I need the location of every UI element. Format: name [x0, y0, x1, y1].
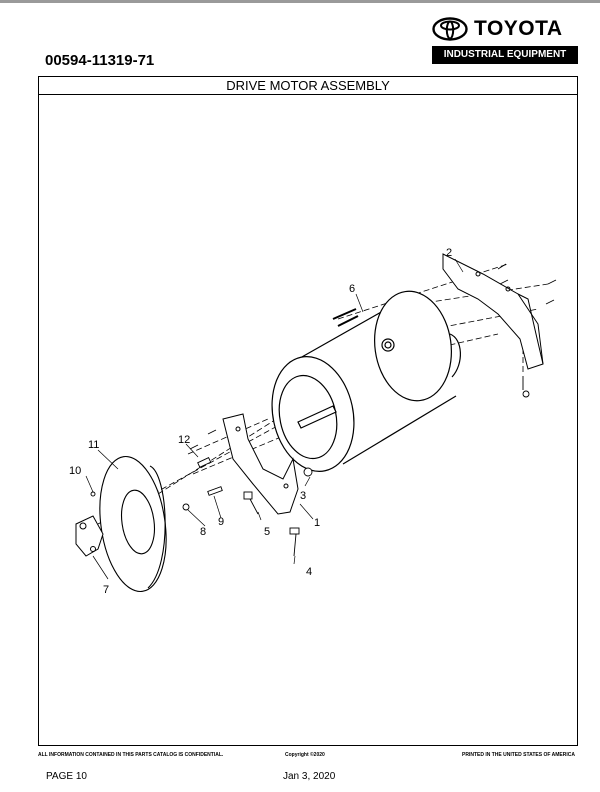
confidentiality-notice: ALL INFORMATION CONTAINED IN THIS PARTS … [38, 752, 224, 758]
page-title: DRIVE MOTOR ASSEMBLY [39, 77, 577, 95]
callout-labels: 1 2 3 4 5 6 7 8 9 10 11 12 [69, 247, 452, 596]
brand-name: TOYOTA [474, 17, 563, 40]
copyright-notice: Copyright ©2020 [285, 752, 325, 758]
top-rule [0, 0, 600, 3]
brand-division: INDUSTRIAL EQUIPMENT [432, 46, 578, 64]
part-number: 00594-11319-71 [45, 52, 155, 69]
brand-logo: TOYOTA INDUSTRIAL EQUIPMENT [432, 16, 582, 64]
callout-10: 10 [69, 465, 81, 477]
drive-motor [271, 290, 461, 472]
callout-12: 12 [178, 434, 190, 446]
exploded-view-diagram: 1 2 3 4 5 6 7 8 9 10 11 12 [69, 247, 557, 596]
coupling-hub [75, 515, 104, 557]
callout-leaders [85, 258, 464, 580]
callout-4: 4 [306, 566, 312, 578]
callout-7: 7 [103, 584, 109, 596]
callout-5: 5 [264, 526, 270, 538]
rear-bracket [442, 253, 544, 370]
front-bracket [222, 413, 299, 515]
toyota-emblem-icon [432, 17, 468, 41]
callout-3: 3 [300, 490, 306, 502]
callout-1: 1 [314, 517, 320, 529]
callout-2: 2 [446, 247, 452, 259]
callout-6: 6 [349, 283, 355, 295]
diagram-frame: DRIVE MOTOR ASSEMBLY [38, 76, 578, 746]
fasteners [90, 263, 557, 557]
rotor-disc [99, 455, 167, 593]
page-number: PAGE 10 [46, 771, 87, 782]
callout-8: 8 [200, 526, 206, 538]
callout-11: 11 [88, 439, 99, 451]
catalog-date: Jan 3, 2020 [283, 771, 336, 782]
printed-notice: PRINTED IN THE UNITED STATES OF AMERICA [462, 752, 575, 758]
callout-9: 9 [218, 516, 224, 528]
